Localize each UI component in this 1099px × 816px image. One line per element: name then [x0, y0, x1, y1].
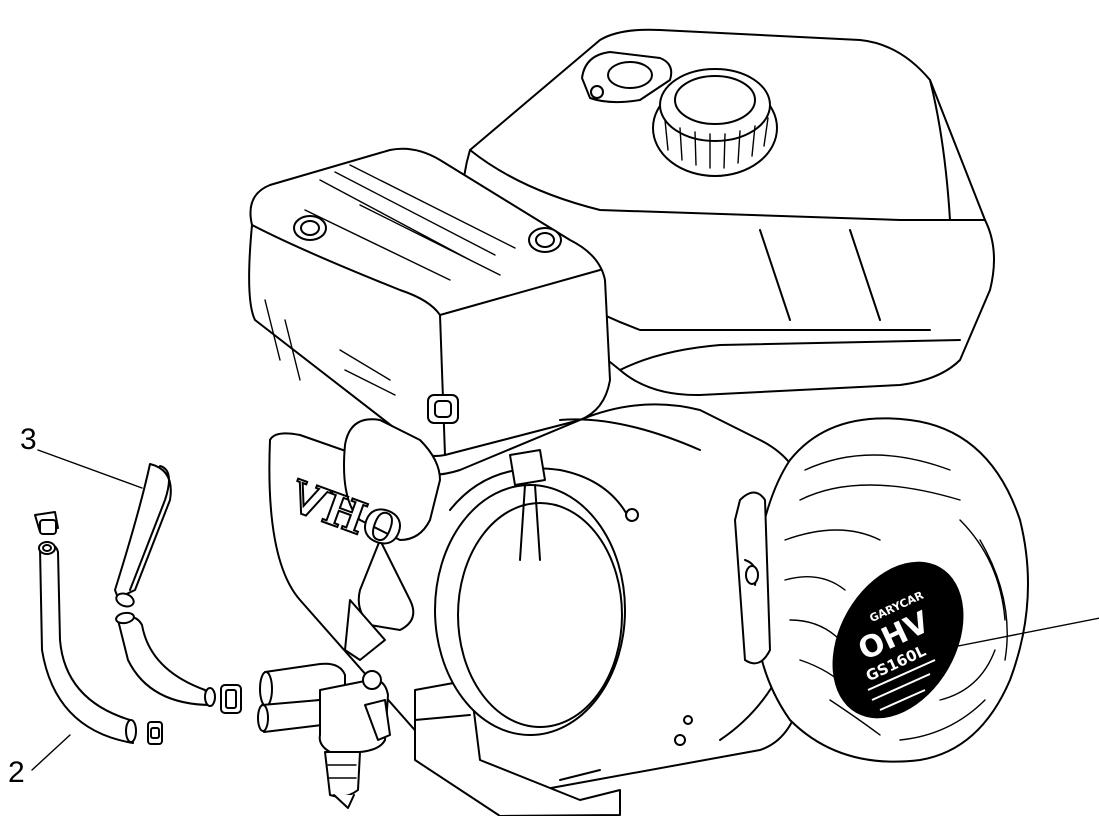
hose-clamp-valve [220, 684, 242, 714]
hose-clamp-bottom [147, 721, 163, 745]
filler-plate [581, 51, 673, 104]
leader-line-3 [37, 449, 143, 489]
callout-3: 3 [20, 423, 37, 456]
leader-line-2 [31, 734, 71, 771]
air-cleaner-cover [248, 147, 611, 457]
fuel-cap [652, 68, 778, 177]
carburetor [343, 418, 639, 661]
hose-clamp-top [34, 511, 59, 535]
fuel-hose-2 [38, 541, 137, 744]
fuel-hose-3 [114, 463, 216, 707]
air-intake-drum [434, 467, 631, 736]
callout-2: 2 [8, 756, 25, 789]
starter-badge: GARYCAR OHV GS160L [832, 561, 964, 719]
recoil-handle [734, 491, 771, 665]
leader-lines [31, 449, 1099, 771]
leader-line-1 [947, 617, 1099, 649]
fuel-valve [257, 662, 391, 809]
